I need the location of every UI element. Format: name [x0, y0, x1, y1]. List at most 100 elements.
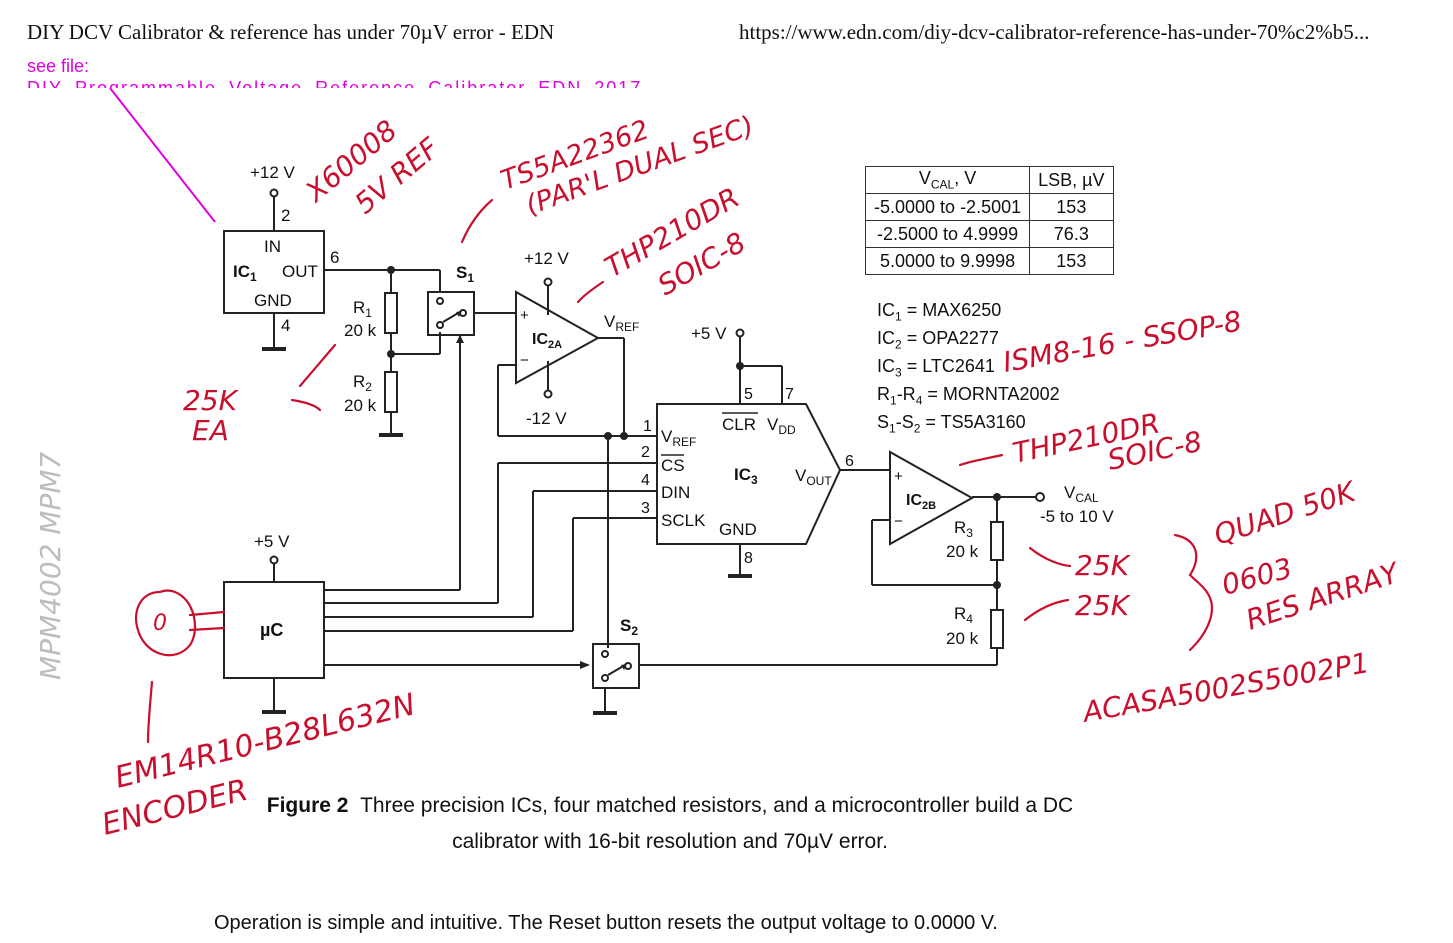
- table-cell: -2.5000 to 4.9999: [864, 220, 1031, 248]
- table-row: -5.0000 to -2.5001 153: [864, 193, 1114, 221]
- ic3-pin4: 4: [641, 472, 650, 489]
- ic2a-minus-supply: -12 V: [526, 409, 567, 428]
- ic1-ref: IC: [233, 262, 250, 281]
- svg-text:IC2A: IC2A: [532, 331, 562, 351]
- hw-r3-25k: 25K: [1075, 549, 1132, 582]
- r3-resistor: [990, 521, 1004, 561]
- r2-value: 20 k: [344, 396, 377, 415]
- ic1-pin-gnd: 4: [281, 316, 290, 335]
- ic3-vdd: V: [767, 415, 779, 434]
- ic2b-opamp: + − IC2B: [889, 450, 975, 546]
- encoder-knob-label: 0: [153, 611, 167, 636]
- hw-ism8: ISM8-16 - SSOP-8: [1000, 304, 1244, 378]
- note-label: see file:: [27, 56, 90, 76]
- s2-switch: S2: [592, 616, 640, 689]
- ic3-cs: CS: [661, 456, 685, 475]
- r3-ref: R: [954, 518, 966, 537]
- svg-text:IC2B: IC2B: [906, 492, 936, 512]
- figure-number: Figure 2: [266, 794, 349, 817]
- ic2a-minus: −: [520, 352, 529, 369]
- svg-text:IC3: IC3: [734, 465, 758, 487]
- table-row: 5.0000 to 9.9998 153: [864, 247, 1114, 275]
- ic3-vref-sub: REF: [672, 435, 696, 449]
- ic2a-out-sub: REF: [615, 320, 639, 334]
- r2-ref: R: [353, 372, 365, 391]
- ic3-vdd-sub: DD: [778, 423, 796, 437]
- caption-line-2: calibrator with 16-bit resolution and 70…: [452, 830, 888, 853]
- ic1-pin-in: 2: [281, 206, 290, 225]
- hw-margin-note: MPM4002 MPM7: [34, 451, 67, 680]
- ic1-sub: 1: [250, 270, 257, 284]
- ic3-vout: V: [795, 466, 807, 485]
- ic3-pin3: 3: [641, 500, 650, 517]
- table-cell: 153: [1029, 193, 1114, 221]
- note-file-link[interactable]: DIY_Programmable_Voltage_Reference_Calib…: [27, 78, 643, 88]
- ic1-supply-label: +12 V: [250, 163, 296, 182]
- svg-text:S2: S2: [620, 616, 638, 638]
- ic3-clr: CLR: [722, 415, 756, 434]
- hw-acasa: ACASA5002S5002P1: [1079, 646, 1372, 729]
- table-row: -2.5000 to 4.9999 76.3: [864, 220, 1114, 248]
- ic1-voltage-reference: +12 V 2 IN IC1 OUT GND 6 4: [223, 163, 339, 351]
- r2-resistor: [384, 371, 398, 413]
- r1-value: 20 k: [344, 321, 377, 340]
- vcal-range: -5 to 10 V: [1040, 507, 1114, 526]
- ic3-vref: V: [661, 427, 673, 446]
- ic3-pin8: 8: [744, 550, 753, 567]
- r3-value: 20 k: [946, 542, 979, 561]
- uc-supply: +5 V: [254, 532, 290, 551]
- cal-table-header-vcal: VCAL, V: [864, 166, 1031, 194]
- figure-caption: Figure 2 Three precision ICs, four match…: [0, 788, 1340, 824]
- ic2a-out-label: V: [604, 312, 616, 331]
- ic2b-ref: IC: [906, 492, 922, 509]
- r4-ref: R: [954, 604, 966, 623]
- s1-switch: S1: [427, 263, 475, 336]
- ic1-pin-out: 6: [330, 248, 339, 267]
- ic3-pin5: 5: [744, 386, 753, 403]
- ic2a-ref: IC: [532, 331, 548, 348]
- page-title: DIY DCV Calibrator & reference has under…: [27, 20, 555, 44]
- table-cell: 153: [1029, 247, 1114, 275]
- table-cell: -5.0000 to -2.5001: [864, 193, 1031, 221]
- r4-value: 20 k: [946, 629, 979, 648]
- body-text: Operation is simple and intuitive. The R…: [214, 912, 998, 934]
- ic3-gnd: GND: [719, 520, 757, 539]
- parts-item-ic3: IC3 = LTC2641: [877, 356, 995, 380]
- ic3-sub: 3: [751, 473, 758, 487]
- svg-text:VOUT: VOUT: [795, 466, 832, 488]
- r4-resistor: [990, 609, 1004, 649]
- ic3-pin1: 1: [643, 418, 652, 435]
- svg-text:S1: S1: [456, 263, 474, 285]
- ic3-sclk: SCLK: [661, 511, 706, 530]
- note-arrow: [109, 87, 216, 223]
- ic3-din: DIN: [661, 483, 690, 502]
- r4-sub: 4: [966, 612, 973, 626]
- encoder-symbol: 0: [134, 589, 226, 657]
- page-url[interactable]: https://www.edn.com/diy-dcv-calibrator-r…: [739, 20, 1370, 44]
- microcontroller: µC +5 V: [223, 532, 325, 714]
- hw-quad50k: QUAD 50K: [1210, 474, 1362, 551]
- ic2a-plus: +: [520, 307, 529, 324]
- ic2b-plus: +: [894, 468, 903, 485]
- svg-text:VREF: VREF: [661, 427, 696, 449]
- cal-table-header-lsb: LSB, µV: [1029, 166, 1114, 194]
- r3-sub: 3: [966, 526, 973, 540]
- parts-item-resistors: R1-R4 = MORNTA2002: [877, 384, 1060, 408]
- ic3-pin6: 6: [845, 453, 854, 470]
- ic2b-minus: −: [894, 513, 903, 530]
- uc-label: µC: [260, 620, 283, 640]
- svg-text:R4: R4: [954, 604, 973, 626]
- parts-item-switches: S1-S2 = TS5A3160: [877, 412, 1026, 436]
- svg-text:R2: R2: [353, 372, 372, 394]
- s2-ref: S: [620, 616, 631, 635]
- ic2b-sub: 2B: [922, 500, 936, 512]
- ic2a-sub: 2A: [548, 339, 562, 351]
- vcal-label: V: [1064, 483, 1076, 502]
- hw-ea: EA: [192, 414, 229, 447]
- s1-sub: 1: [467, 271, 474, 285]
- vcal-sub: CAL: [1075, 491, 1099, 505]
- svg-text:IC1: IC1: [233, 262, 257, 284]
- ic3-ref: IC: [734, 465, 751, 484]
- ic3-vout-sub: OUT: [806, 474, 832, 488]
- ic1-gnd-label: GND: [254, 291, 292, 310]
